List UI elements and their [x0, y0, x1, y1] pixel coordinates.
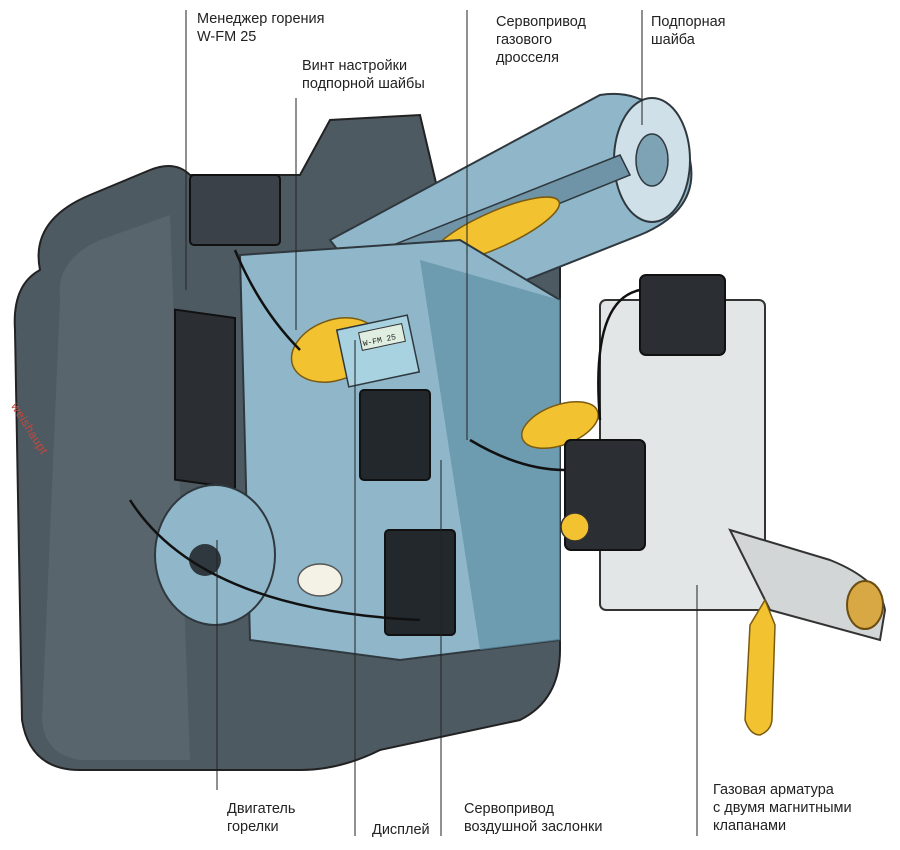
label-line: шайба: [651, 32, 695, 48]
valve-handle: [744, 598, 776, 736]
label-line: Подпорная: [651, 14, 726, 30]
label-line: подпорной шайбы: [302, 76, 425, 92]
label-line: воздушной заслонки: [464, 819, 603, 835]
cable-4: [128, 499, 421, 622]
label-line: с двумя магнитными: [713, 800, 852, 816]
housing-shade: [42, 215, 190, 760]
label-air-servo: Сервопривод воздушной заслонки: [464, 800, 602, 836]
label-combustion-manager: Менеджер горения W-FM 25: [197, 10, 325, 46]
brass-fitting: [846, 580, 884, 630]
label-motor: Двигатель горелки: [227, 800, 295, 836]
label-adjust-screw: Винт настройки подпорной шайбы: [302, 57, 425, 93]
label-line: газового: [496, 32, 553, 48]
capacitor: [297, 563, 343, 597]
valve-label-disc: [560, 512, 590, 542]
lower-servo-unit: [384, 529, 456, 636]
manager-top-box: [189, 174, 281, 246]
gas-valve-coil: [639, 274, 726, 356]
label-gas-train: Газовая арматура с двумя магнитными клап…: [713, 781, 852, 835]
display-screen: [358, 323, 406, 351]
baffle-hub: [635, 133, 669, 187]
label-gas-servo: Сервопривод газового дросселя: [496, 13, 586, 67]
motor-hub: [189, 544, 221, 576]
label-line: Винт настройки: [302, 58, 408, 74]
label-line: Менеджер горения: [197, 11, 325, 27]
leader-lines: [185, 10, 698, 836]
label-line: Дисплей: [372, 822, 430, 838]
cable-1: [233, 249, 301, 351]
label-line: Сервопривод: [464, 801, 554, 817]
cable-2: [469, 438, 566, 472]
label-line: Сервопривод: [496, 14, 586, 30]
air-housing-shade: [420, 260, 560, 650]
label-line: Двигатель: [227, 801, 296, 817]
label-line: W-FM 25: [197, 29, 257, 45]
label-baffle: Подпорная шайба: [651, 13, 726, 49]
label-line: горелки: [227, 819, 279, 835]
label-line: дросселя: [496, 50, 559, 66]
label-line: клапанами: [713, 818, 787, 834]
label-line: Газовая арматура: [713, 782, 834, 798]
cable-3: [597, 288, 641, 421]
air-servo-unit: [359, 389, 431, 481]
label-display: Дисплей: [372, 821, 430, 839]
combustion-manager-unit: [174, 308, 236, 490]
